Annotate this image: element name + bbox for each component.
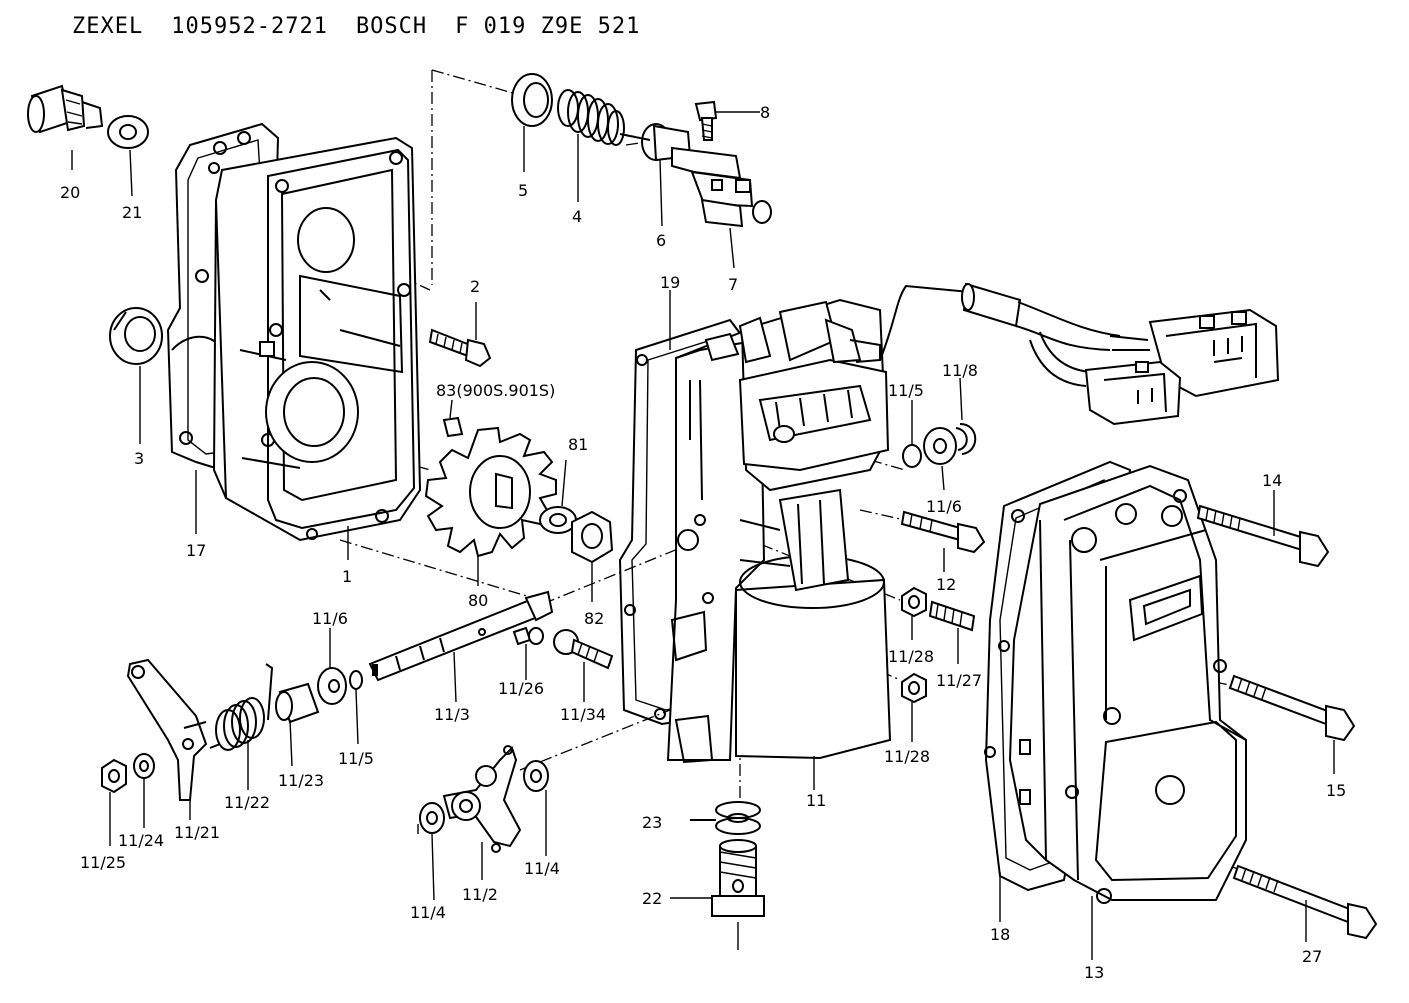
part-27-bolt xyxy=(1232,864,1378,940)
callout-21: 21 xyxy=(122,203,142,222)
part-11-4-washer-left xyxy=(419,802,445,834)
diagram-header: ZEXEL 105952-2721 BOSCH F 019 Z9E 521 xyxy=(72,14,668,48)
callout-13: 13 xyxy=(1084,963,1104,982)
callout-11-5-upper: 11/5 xyxy=(888,381,924,400)
callout-19: 19 xyxy=(660,273,680,292)
leader-lines xyxy=(71,111,1335,960)
callout-82: 82 xyxy=(584,609,604,628)
callout-6: 6 xyxy=(656,231,666,250)
brand-zexel: ZEXEL xyxy=(72,14,144,39)
part-11-25-nut xyxy=(101,758,127,794)
part-14-bolt xyxy=(1196,504,1330,568)
callout-11-8: 11/8 xyxy=(942,361,978,380)
part-4-spring xyxy=(557,89,625,146)
callout-11-22: 11/22 xyxy=(224,793,270,812)
callout-5: 5 xyxy=(518,181,528,200)
part-11-6-washer-upper xyxy=(923,427,957,465)
part-23-seal-rings xyxy=(690,801,761,835)
part-80-gear xyxy=(424,426,557,558)
part-20-sensor-plug xyxy=(27,84,104,134)
part-11-27-stud xyxy=(928,600,976,632)
callout-12: 12 xyxy=(936,575,956,594)
part-11-8-circlip xyxy=(955,423,977,455)
callout-11-27: 11/27 xyxy=(936,671,982,690)
part-15-bolt xyxy=(1228,674,1356,742)
part-11-28-nut-upper xyxy=(901,586,927,618)
part-81-washer xyxy=(539,506,577,534)
part-13-cover xyxy=(1008,464,1247,904)
callout-11-4-right: 11/4 xyxy=(524,859,560,878)
part-7-switch-bracket xyxy=(671,146,772,228)
part-11-26-screw xyxy=(478,626,544,646)
callout-11-4-left: 11/4 xyxy=(410,903,446,922)
part-11-actuator xyxy=(666,298,892,764)
part-3-oil-seal xyxy=(109,307,163,365)
callout-8: 8 xyxy=(760,103,770,122)
callout-3: 3 xyxy=(134,449,144,468)
callout-80: 80 xyxy=(468,591,488,610)
callout-83: 83(900S.901S) xyxy=(436,381,555,400)
part-21-washer xyxy=(107,115,149,149)
callout-11-6-lower: 11/6 xyxy=(312,609,348,628)
part-11-5-o-ring-lower xyxy=(349,670,363,690)
part-5-seal-ring xyxy=(511,73,553,127)
part-8-screw xyxy=(694,100,718,141)
callout-11-24: 11/24 xyxy=(118,831,164,850)
callout-1: 1 xyxy=(342,567,352,586)
callout-11-34: 11/34 xyxy=(560,705,606,724)
part-11-5-o-ring-upper xyxy=(902,444,922,468)
part-11-6-washer-lower xyxy=(317,667,347,705)
callout-11-5-lower: 11/5 xyxy=(338,749,374,768)
callout-17: 17 xyxy=(186,541,206,560)
callout-11-21: 11/21 xyxy=(174,823,220,842)
brand-bosch: BOSCH xyxy=(355,14,428,39)
part-11-3-shaft xyxy=(368,590,554,682)
callout-22: 22 xyxy=(642,889,662,908)
part-11-23-sleeve xyxy=(275,682,320,724)
part-1-main-housing xyxy=(212,136,422,542)
callout-11-28-lower: 11/28 xyxy=(884,747,930,766)
callout-20: 20 xyxy=(60,183,80,202)
callout-7: 7 xyxy=(728,275,738,294)
part-11-4-washer-right xyxy=(523,760,549,792)
wiring-harness-connectors xyxy=(879,282,1280,426)
part-82-nut xyxy=(571,510,614,564)
callout-11: 11 xyxy=(806,791,826,810)
part-11-24-washer xyxy=(133,753,155,779)
part-11-21-lever xyxy=(126,658,208,801)
part-11-28-nut-lower xyxy=(901,672,927,704)
part-12-bolt xyxy=(900,510,986,554)
callout-11-26: 11/26 xyxy=(498,679,544,698)
callout-27: 27 xyxy=(1302,947,1322,966)
callout-labels: 20 21 3 17 1 2 5 4 6 7 8 19 83(900S.901S… xyxy=(60,103,1346,982)
callout-15: 15 xyxy=(1326,781,1346,800)
part-number-zexel: 105952-2721 xyxy=(171,14,328,39)
callout-11-25: 11/25 xyxy=(80,853,126,872)
part-22-banjo-bolt xyxy=(711,839,765,917)
callout-11-28-upper: 11/28 xyxy=(888,647,934,666)
part-83-key xyxy=(442,416,464,438)
callout-14: 14 xyxy=(1262,471,1282,490)
part-11-34-bolt xyxy=(553,629,614,670)
callout-11-6-upper: 11/6 xyxy=(926,497,962,516)
callout-11-2: 11/2 xyxy=(462,885,498,904)
part-11-22-spring xyxy=(209,663,274,751)
callout-11-3: 11/3 xyxy=(434,705,470,724)
callout-18: 18 xyxy=(990,925,1010,944)
callout-2: 2 xyxy=(470,277,480,296)
part-2-bolt xyxy=(428,328,492,368)
part-number-bosch: F 019 Z9E 521 xyxy=(455,14,641,39)
callout-4: 4 xyxy=(572,207,582,226)
callout-23: 23 xyxy=(642,813,662,832)
part-11-2-lever xyxy=(442,745,522,853)
callout-11-23: 11/23 xyxy=(278,771,324,790)
callout-81: 81 xyxy=(568,435,588,454)
